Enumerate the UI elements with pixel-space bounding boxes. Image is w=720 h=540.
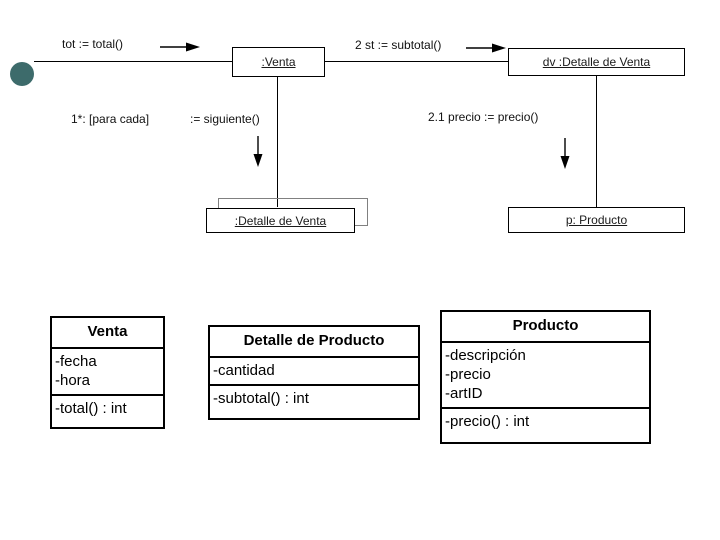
class-attribute: -precio [445,366,491,383]
link-venta-dv [325,61,508,62]
message-label-siguiente: := siguiente() [190,112,260,126]
class-name-detalle-de-producto: Detalle de Producto [210,327,418,358]
class-box-producto[interactable]: Producto -descripción -precio -artID -pr… [440,310,651,444]
class-operations-producto: -precio() : int [442,409,649,435]
link-venta-detalleventa [277,77,278,207]
object-label-detalle-de-venta: :Detalle de Venta [234,213,327,228]
class-attribute: -descripción [445,347,526,364]
class-operation: -subtotal() : int [213,390,309,407]
class-attribute: -fecha [55,353,97,370]
class-operation: -precio() : int [445,413,530,430]
object-box-venta[interactable]: :Venta [232,47,325,77]
class-name-producto: Producto [442,312,649,343]
message-label-tot-total: tot := total() [62,37,124,51]
class-attribute: -artID [445,385,483,402]
link-dv-producto [596,76,597,208]
class-attributes-venta: -fecha -hora [52,349,163,396]
object-label-dv-detalle-de-venta: dv :Detalle de Venta [542,55,651,69]
link-actor-venta [34,61,232,62]
class-name-venta: Venta [52,318,163,349]
class-operation: -total() : int [55,400,127,417]
message-label-subtotal: 2 st := subtotal() [355,38,442,52]
class-box-detalle-de-producto[interactable]: Detalle de Producto -cantidad -subtotal(… [208,325,420,420]
message-arrow-1 [160,42,200,52]
actor-start-dot [10,62,34,86]
message-label-precio: 2.1 precio := precio() [428,110,539,124]
class-operations-venta: -total() : int [52,396,163,422]
object-box-p-producto[interactable]: p: Producto [508,207,685,233]
message-arrow-5 [560,138,570,169]
class-attributes-detalle-de-producto: -cantidad [210,358,418,386]
class-attributes-producto: -descripción -precio -artID [442,343,649,409]
object-box-detalle-de-venta[interactable]: :Detalle de Venta [206,208,355,233]
object-box-dv-detalle-de-venta[interactable]: dv :Detalle de Venta [508,48,685,76]
class-attribute: -cantidad [213,362,275,379]
object-label-venta: :Venta [261,55,296,69]
class-operations-detalle-de-producto: -subtotal() : int [210,386,418,412]
object-label-p-producto: p: Producto [565,213,628,227]
message-arrow-3 [253,136,263,167]
message-arrow-2 [466,43,506,53]
class-box-venta[interactable]: Venta -fecha -hora -total() : int [50,316,165,429]
message-label-para-cada: 1*: [para cada] [71,112,150,126]
class-attribute: -hora [55,372,91,389]
